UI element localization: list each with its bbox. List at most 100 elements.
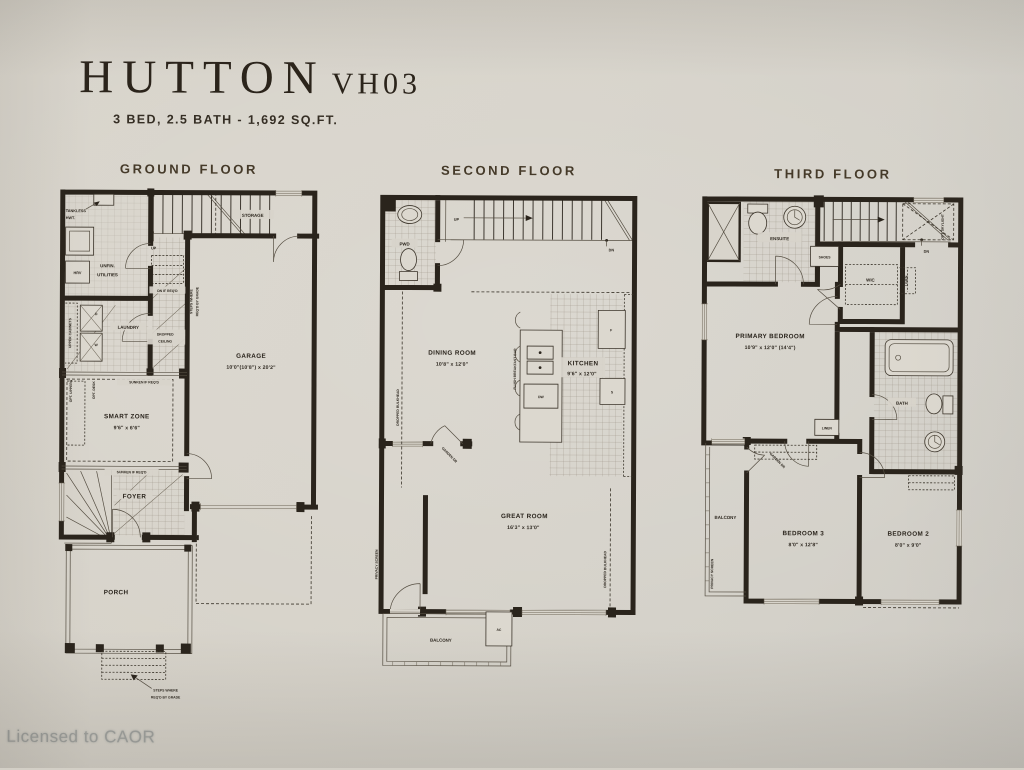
ensuite-toilet-icon: [748, 211, 768, 235]
dishwasher-icon: [523, 383, 559, 409]
label-dryer: D: [95, 312, 98, 316]
label-privacy-screen: PRIVACY SCREEN: [375, 549, 379, 579]
linen-closet: [814, 418, 840, 436]
license-watermark: Licensed to CAOR: [6, 726, 156, 747]
label-opt-desk: OPT. DESK: [92, 381, 96, 399]
second-kitchen: [471, 291, 634, 477]
third-doors: [746, 255, 898, 478]
label-dining-dims: 10'8" x 12'0": [436, 362, 469, 368]
label-sunken-lower: SUNKEN IF REQ'D: [117, 470, 147, 474]
ground-walls: [58, 188, 320, 543]
third-windows: [701, 197, 963, 609]
skylight-outline: [902, 203, 955, 241]
label-washer: W: [95, 343, 99, 347]
ground-driveway: [195, 513, 312, 605]
label-great-room: GREAT ROOM: [501, 513, 548, 520]
label-dropped-ceiling-1: DROPPED: [157, 332, 174, 336]
label-flush-bar: FLUSH BREAKFAST BAR: [513, 348, 517, 390]
label-wic: WIC: [866, 278, 875, 283]
label-steps-grade-2: REQ'D BY GRADE: [151, 695, 181, 699]
second-balcony: [382, 611, 513, 667]
label-bedroom2-dims: 8'0" x 9'0": [895, 543, 922, 549]
brand-name: HUTTON: [79, 51, 326, 105]
label-linen-upper: LINEN: [904, 275, 908, 286]
garage-door: [200, 503, 297, 511]
label-kitchen: KITCHEN: [568, 360, 599, 367]
hwt-icon: [65, 226, 95, 256]
second-bulkheads: [401, 291, 611, 609]
ac-unit-icon: [485, 611, 513, 647]
label-unfin-2: UTILITIES: [97, 272, 118, 277]
second-floor-title: SECOND FLOOR: [440, 162, 577, 179]
label-bedroom2: BEDROOM 2: [887, 531, 929, 538]
label-balcony: BALCONY: [430, 638, 452, 643]
label-dn: DN: [924, 250, 930, 254]
porch-steps: [101, 650, 167, 680]
second-labels: PWD UP DN DINING ROOM 10'8" x 12'0" KITC…: [375, 218, 615, 643]
label-dropped-bulkhead-left: DROPPED BULKHEAD: [396, 389, 400, 426]
label-kitchen-dims: 9'6" x 12'0": [567, 371, 597, 377]
label-dw: DW: [538, 395, 544, 399]
bathtub-icon: [884, 339, 954, 377]
ground-labels: TANKLESS HWT. HRV UNFIN. UTILITIES STORA…: [66, 209, 276, 700]
second-floor-plan: PWD UP DN DINING ROOM 10'8" x 12'0" KITC…: [375, 194, 638, 667]
label-up: UP: [151, 246, 157, 250]
ground-doors: [111, 235, 300, 538]
label-primary-dims: 10'9" x 12'0" (14'4"): [745, 345, 796, 351]
label-tankless-2: HWT.: [66, 216, 75, 220]
ground-fixtures: [65, 193, 115, 364]
bath-toilet-icon: [925, 393, 943, 415]
fridge-icon: [597, 309, 626, 349]
label-dropped-bulkhead-right: DROPPED BULKHEAD: [603, 550, 607, 587]
third-closets: [754, 245, 956, 491]
ground-porch: [64, 544, 193, 689]
label-great-room-dims: 16'3" x 13'0": [507, 525, 540, 531]
label-linen-mid: LINEN: [822, 426, 833, 430]
label-hrv: HRV: [73, 271, 81, 275]
label-sunken-upper: SUNKEN IF REQ'D: [129, 380, 159, 384]
label-ac: AC: [496, 628, 501, 632]
label-smart-zone-dims: 9'6" x 6'6": [114, 425, 141, 431]
label-dropped-ceiling-2: CEILING: [158, 339, 172, 343]
third-ensuite: [706, 201, 807, 263]
label-unfin-1: UNFIN.: [100, 263, 115, 268]
third-balcony: [704, 442, 747, 597]
hrv-icon: [65, 260, 90, 284]
label-steps-grade-1: STEPS WHERE: [153, 688, 178, 692]
ground-windows: [58, 189, 303, 522]
label-steps-garage-1: STEPS WHERE: [189, 289, 193, 314]
label-garage: GARAGE: [236, 353, 266, 360]
label-dn-if-reqd: DN IF REQ'D: [157, 289, 178, 293]
pwd-toilet-icon: [400, 248, 417, 271]
label-opt-skylight: OPT. SKYLIGHT: [941, 213, 945, 240]
bar-stool-icons: [514, 311, 521, 431]
label-garage-dims: 10'0"(10'8") x 20'2": [226, 365, 276, 371]
label-up: UP: [454, 218, 460, 222]
label-porch: PORCH: [104, 589, 129, 596]
label-garden-dr: GARDEN DR: [441, 446, 459, 464]
model-code: VH03: [331, 67, 422, 101]
label-bedroom3-dims: 8'0" x 12'8": [789, 542, 819, 548]
label-bedroom3: BEDROOM 3: [782, 530, 824, 537]
label-pwd: PWD: [399, 242, 409, 247]
shoes-closet: [810, 245, 840, 267]
second-stairs: [445, 197, 633, 247]
ground-floor-plan: TANKLESS HWT. HRV UNFIN. UTILITIES STORA…: [58, 188, 320, 700]
third-bath: [884, 339, 954, 453]
second-powder-room: [397, 205, 423, 281]
label-shoes: SHOES: [819, 255, 832, 259]
label-laundry: LAUNDRY: [118, 325, 139, 330]
label-garden-dr: GARDEN DR: [769, 452, 787, 470]
third-floor-plan: ENSUITE SHOES WIC DN OPT. SKYLIGHT LINEN…: [701, 195, 964, 609]
label-smart-zone: SMART ZONE: [104, 413, 150, 420]
label-balcony: BALCONY: [715, 515, 737, 520]
pwd-sink-icon: [397, 205, 423, 224]
label-steps-garage-2: REQ'D BY GRADE: [195, 286, 199, 316]
label-ensuite: ENSUITE: [770, 236, 789, 241]
ground-level-change-lines: [61, 371, 188, 470]
label-dining: DINING ROOM: [428, 350, 476, 357]
label-storage: STORAGE: [242, 213, 264, 218]
